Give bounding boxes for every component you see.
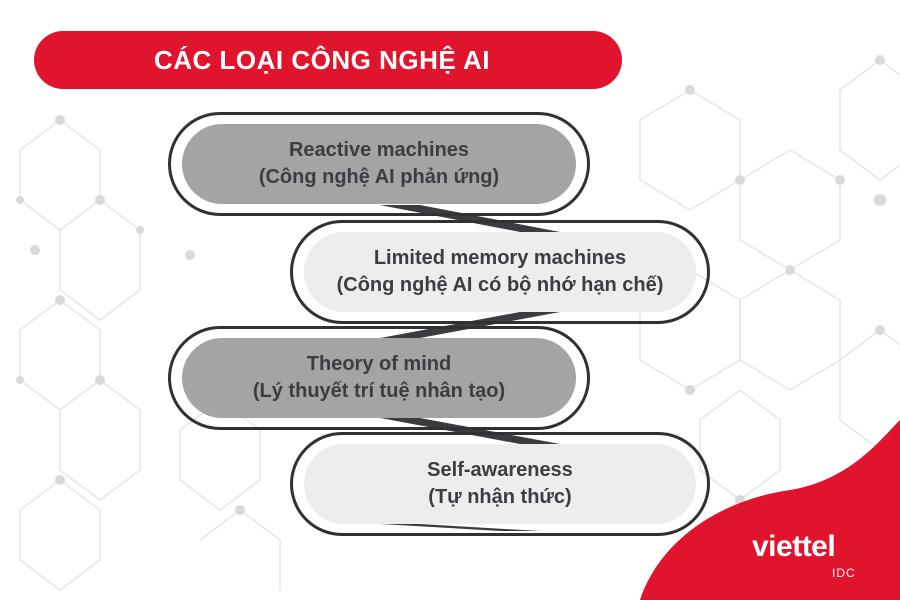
- connector-4: [380, 524, 540, 531]
- page-title: CÁC LOẠI CÔNG NGHỆ AI: [154, 44, 490, 75]
- step-2-pill: Limited memory machines (Công nghệ AI có…: [304, 232, 696, 312]
- step-1-outline: [168, 112, 590, 216]
- step-2-name: Limited memory machines: [373, 247, 627, 269]
- step-2-outline: [290, 220, 710, 324]
- step-4-translation: (Tự nhận thức): [428, 486, 572, 508]
- title-banner: CÁC LOẠI CÔNG NGHỆ AI: [34, 31, 622, 89]
- step-2-translation: (Công nghệ AI có bộ nhớ hạn chế): [336, 274, 664, 296]
- step-3-pill: Theory of mind (Lý thuyết trí tuệ nhân t…: [182, 338, 576, 418]
- step-1-translation: (Công nghệ AI phản ứng): [258, 166, 500, 188]
- step-1-pill: Reactive machines (Công nghệ AI phản ứng…: [182, 124, 576, 204]
- brand-sub: IDC: [832, 566, 856, 580]
- step-1-name: Reactive machines: [288, 139, 470, 161]
- step-3-outline: [168, 326, 590, 430]
- step-4-name: Self-awareness: [427, 459, 573, 481]
- connector-3: [380, 418, 560, 444]
- step-3-translation: (Lý thuyết trí tuệ nhân tạo): [252, 380, 506, 402]
- connector-2: [380, 312, 560, 338]
- step-3-name: Theory of mind: [306, 353, 452, 375]
- connector-1: [380, 205, 560, 232]
- step-4-pill: Self-awareness (Tự nhận thức): [304, 444, 696, 524]
- brand-logo: viettel: [752, 530, 836, 563]
- step-4-outline: [290, 432, 710, 536]
